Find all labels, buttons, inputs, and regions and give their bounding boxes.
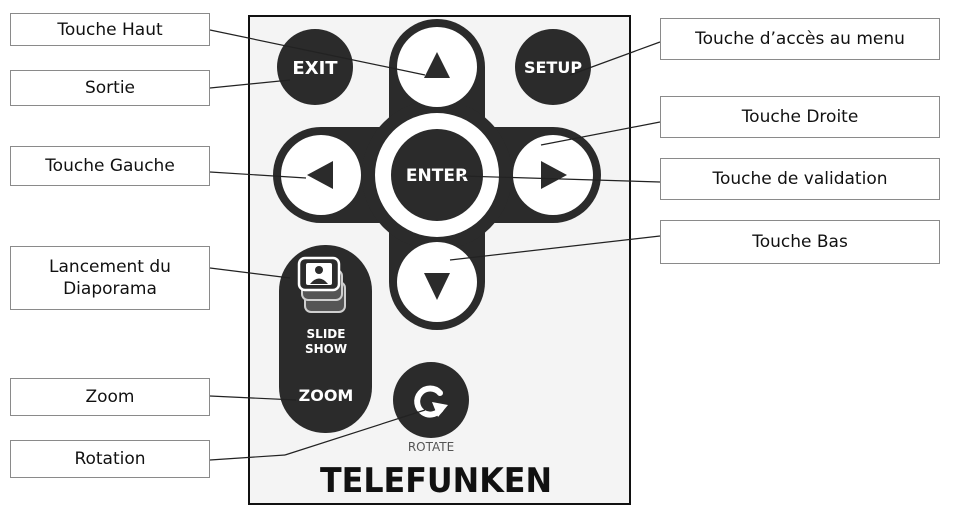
leader-left <box>209 171 307 179</box>
callout-slideshow-line1: Lancement du <box>49 257 171 277</box>
leader-lines <box>209 29 661 461</box>
callout-right-text: Touche Droite <box>741 107 859 127</box>
callout-down: Touche Bas <box>660 220 940 264</box>
down-button[interactable] <box>424 273 450 300</box>
setup-button[interactable]: SETUP <box>515 29 591 105</box>
exit-button[interactable]: EXIT <box>277 29 353 105</box>
leader-menu <box>569 41 661 76</box>
rotate-label: ROTATE <box>408 440 454 454</box>
leader-rotation <box>209 454 286 461</box>
leader-rotation-2 <box>284 409 426 456</box>
callout-menu: Touche d’accès au menu <box>660 18 940 60</box>
exit-label: EXIT <box>292 58 338 79</box>
callout-menu-text: Touche d’accès au menu <box>695 29 905 49</box>
callout-left: Touche Gauche <box>10 146 210 186</box>
left-arrow-icon <box>307 161 333 189</box>
leader-down <box>449 235 661 261</box>
leader-enter <box>461 175 661 183</box>
callout-enter: Touche de validation <box>660 158 940 200</box>
brand-logo: TELEFUNKEN <box>320 461 552 501</box>
down-arrow-icon <box>424 273 450 300</box>
callout-slideshow-line2: Diaporama <box>63 279 157 299</box>
slideshow-label-line1: SLIDE <box>307 327 346 341</box>
leader-zoom <box>209 395 297 401</box>
callout-rotation-text: Rotation <box>74 449 146 469</box>
callout-exit-text: Sortie <box>84 78 136 98</box>
slideshow-button[interactable]: SLIDE SHOW <box>297 256 347 356</box>
enter-label: ENTER <box>406 166 468 186</box>
rotate-icon <box>414 385 448 418</box>
right-button[interactable] <box>541 161 567 189</box>
leader-slideshow <box>209 267 291 279</box>
leader-right <box>540 121 661 146</box>
slideshow-label-line2: SHOW <box>305 342 347 356</box>
enter-button[interactable]: ENTER <box>391 129 483 221</box>
zoom-label: ZOOM <box>299 386 354 405</box>
callout-right: Touche Droite <box>660 96 940 138</box>
leader-exit <box>209 79 291 89</box>
rotate-button[interactable] <box>393 362 469 438</box>
callout-up: Touche Haut <box>10 13 210 46</box>
callout-left-text: Touche Gauche <box>45 156 175 176</box>
up-button[interactable] <box>424 52 450 78</box>
slideshow-icon <box>297 256 346 313</box>
zoom-button[interactable]: ZOOM <box>299 386 354 405</box>
callout-zoom: Zoom <box>10 378 210 416</box>
callout-slideshow: Lancement du Diaporama <box>10 246 210 310</box>
callout-exit: Sortie <box>10 70 210 106</box>
right-arrow-icon <box>541 161 567 189</box>
callout-zoom-text: Zoom <box>85 387 135 407</box>
callout-down-text: Touche Bas <box>752 232 848 252</box>
up-arrow-icon <box>424 52 450 78</box>
left-button[interactable] <box>307 161 333 189</box>
setup-label: SETUP <box>524 58 582 77</box>
callout-up-text: Touche Haut <box>57 19 163 40</box>
leader-up <box>209 29 426 76</box>
callout-enter-text: Touche de validation <box>712 169 888 189</box>
callout-rotation: Rotation <box>10 440 210 478</box>
